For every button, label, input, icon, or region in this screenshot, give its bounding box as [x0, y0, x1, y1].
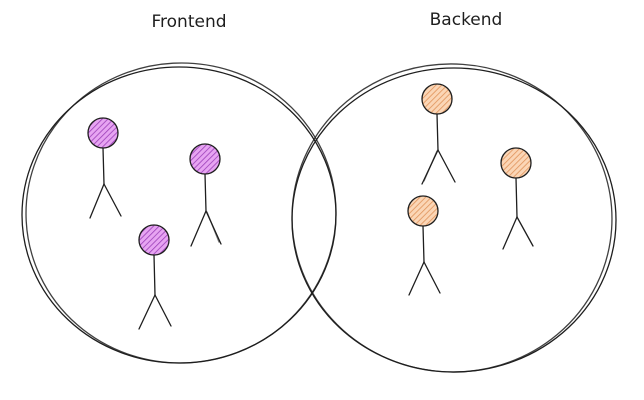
frontend-person-3-head: [138, 224, 170, 256]
backend-person-3-head: [407, 195, 439, 227]
backend-circle: [291, 63, 617, 373]
backend-group-label: Backend: [430, 10, 503, 30]
frontend-person-1: [87, 117, 122, 219]
frontend-circle: [21, 62, 337, 364]
frontend-person-3: [138, 224, 172, 330]
frontend-person-2-head: [189, 143, 221, 175]
backend-person-2: [500, 147, 534, 250]
backend-person-1-head: [421, 83, 453, 115]
backend-person-3: [407, 195, 441, 296]
frontend-person-2: [189, 143, 222, 247]
backend-person-2-head: [500, 147, 532, 179]
backend-person-1: [421, 83, 456, 185]
frontend-person-1-head: [87, 117, 119, 149]
frontend-group-label: Frontend: [151, 12, 226, 32]
